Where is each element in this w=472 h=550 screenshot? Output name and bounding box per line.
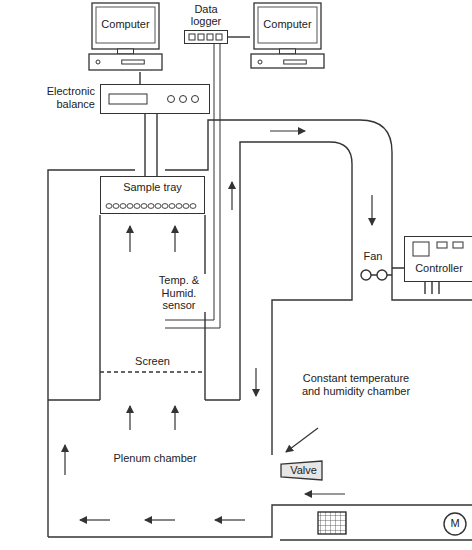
- part-label: Plenum chamber: [100, 452, 210, 465]
- node-text: Valve: [290, 464, 317, 477]
- node-text: Sample tray: [105, 181, 200, 194]
- connector-line: [139, 72, 140, 84]
- computer-drawing: [88, 2, 163, 72]
- connector-line: [144, 114, 145, 176]
- balance-display: [101, 85, 211, 115]
- computer-node: Computer: [250, 2, 325, 70]
- node-text: Controller: [405, 262, 472, 275]
- tray-node: Sample tray: [100, 176, 205, 214]
- node-text: Data logger: [184, 3, 228, 28]
- node-text: Computer: [101, 18, 149, 31]
- connector-line: [228, 36, 250, 37]
- part-label: Screen: [120, 355, 185, 368]
- computer-drawing: [250, 2, 325, 70]
- node-text: Computer: [263, 18, 311, 31]
- logger-node: Data logger: [184, 30, 228, 44]
- part-label: Temp. & Humid. sensor: [150, 274, 208, 312]
- logger-terminals: [185, 31, 229, 45]
- valve-node: Valve: [280, 460, 323, 481]
- node-text: Electronic balance: [33, 85, 95, 110]
- computer-node: Computer: [88, 2, 163, 72]
- part-label: M: [445, 517, 465, 530]
- balance-node: Electronic balance: [100, 84, 210, 114]
- part-label: Fan: [358, 250, 388, 263]
- controller-panel: [405, 237, 471, 283]
- part-label: Constant temperature and humidity chambe…: [300, 372, 412, 397]
- controller-node: Controller: [404, 236, 472, 282]
